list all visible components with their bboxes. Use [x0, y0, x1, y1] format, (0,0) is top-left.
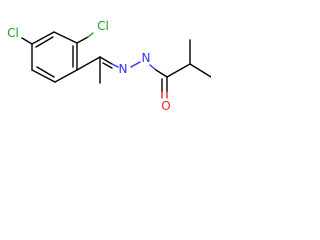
molecule-diagram: Cl Cl N N O: [0, 0, 211, 153]
ring-bond: [31, 31, 55, 45]
bond-ch-methyl-right: [189, 63, 211, 78]
bond-c-cl-ortho: [76, 36, 89, 44]
bond-ring-c-imine: [76, 56, 101, 71]
bond-c-cl-para: [21, 37, 33, 45]
atom-o-carbonyl: O: [161, 99, 170, 113]
benzene-ring: [31, 31, 78, 83]
ring-bond: [53, 31, 78, 44]
ring-double-bond: [35, 36, 54, 48]
atom-cl-ortho: Cl: [97, 19, 109, 33]
atom-n-amide: N: [142, 51, 151, 65]
atom-n-imine: N: [119, 62, 128, 76]
ring-double-bond: [36, 66, 55, 78]
ring-bond: [54, 69, 78, 83]
bond-n-c-carbonyl: [149, 64, 157, 71]
bond-n-c-carbonyl: [155, 69, 168, 78]
atom-cl-para: Cl: [7, 26, 19, 40]
bond-c-cl-ortho-tail: [87, 32, 94, 38]
bond-c-ch: [166, 63, 191, 78]
bond-c-n-double: [111, 63, 119, 68]
ring-bond: [31, 69, 56, 83]
bond-c-n-double-inner: [102, 62, 113, 69]
bond-c-n-double: [99, 56, 113, 65]
bond-n-n: [130, 61, 141, 68]
structure-svg: Cl Cl N N O: [7, 19, 211, 113]
